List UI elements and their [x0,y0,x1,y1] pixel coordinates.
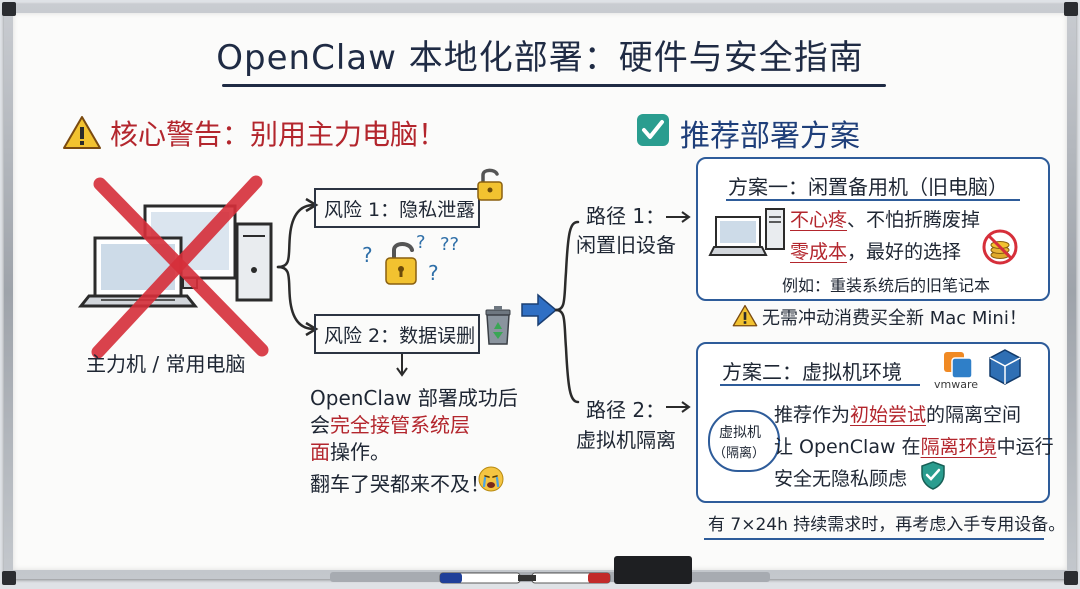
plan1-rest-1: 、不怕折腾废掉 [847,209,981,231]
frame-corner [1064,571,1078,585]
recycle-bin-icon [485,306,511,345]
consequence-line-1: OpenClaw 部署成功后 [310,386,518,410]
consequence-highlight: 完全接管系统层 [330,413,470,437]
vm-bubble: 虚拟机 （隔离） [708,410,780,472]
consequence-suffix: 操作。 [330,440,390,464]
plan2-highlight-1: 初始尝试 [850,404,927,426]
consequence-line-4: 翻车了哭都来不及！ [310,472,490,496]
frame-corner [2,571,16,585]
question-padlock-icon: ? ? ?? ? [362,232,459,285]
plan2-title-underline [720,384,920,386]
blue-marker-icon [439,572,530,584]
vmware-label: vmware [934,378,979,391]
plan1-title: 方案一：闲置备用机（旧电脑） [728,175,1008,199]
risk1-label: 风险 1：隐私泄露 [324,199,476,221]
plan1-title-underline [726,199,1020,201]
plan1-card: 方案一：闲置备用机（旧电脑） 不心疼、不怕折腾废掉 零成本，最好的选择 例如：重… [696,157,1050,301]
consequence-line-3: 面操作。 [310,436,390,465]
virtualbox-cube-icon [989,349,1021,385]
title-underline [222,84,886,87]
plan2-card: 方案二：虚拟机环境 vmware 虚拟机 （隔离） 推荐作为初始尝试的隔离空间 … [696,342,1054,503]
svg-text:?: ? [362,243,373,267]
plan1-line1: 不心疼、不怕折腾废掉 [790,205,980,232]
footer-note: 有 7×24h 持续需求时，再考虑入手专用设备。 [708,515,1066,535]
plan2-suffix-2: 中运行 [996,436,1054,458]
consequence-line-2: 会完全接管系统层 [310,409,470,438]
shield-icon [921,461,945,490]
recommend-heading: 推荐部署方案 [680,119,860,154]
no-new-mac-note: 无需冲动消费买全新 Mac Mini！ [762,308,1027,329]
plan2-highlight-2: 隔离环境 [920,436,997,458]
svg-text:?: ? [428,261,439,285]
risk2-box: 风险 2：数据误删 [314,314,480,354]
red-cross-icon [91,175,269,359]
vmware-logo-icon [944,352,973,379]
red-marker-icon [530,572,611,584]
path-brace [554,220,580,404]
computer-label: 主力机 / 常用电脑 [86,352,246,376]
path2-line1: 路径 2： [586,398,666,422]
plan1-line2: 零成本，最好的选择 [790,237,961,264]
frame-corner [1064,2,1078,16]
plan2-suffix-1: 的隔离空间 [926,404,1022,426]
plan1-example: 例如：重装系统后的旧笔记本 [782,276,991,295]
path1-line1: 路径 1： [586,204,666,228]
path2-line2: 虚拟机隔离 [576,428,676,452]
whiteboard-eraser [614,556,692,584]
plan2-line1: 推荐作为初始尝试的隔离空间 [774,400,1021,427]
frame-corner [2,2,16,16]
check-box-icon [637,114,669,146]
risk1-box: 风险 1：隐私泄露 [314,188,480,228]
consequence-highlight-end: 面 [310,440,330,464]
vm-bubble-line1: 虚拟机 [719,425,761,441]
plan2-line3: 安全无隐私顾虑 [774,468,908,490]
plan2-line2: 让 OpenClaw 在隔离环境中运行 [774,432,1054,459]
risk-brace [276,197,319,337]
arrow-right-icon [666,211,691,223]
plan2-title: 方案二：虚拟机环境 [722,360,902,384]
plan2-prefix-1: 推荐作为 [774,404,851,426]
no-money-icon [982,229,1018,265]
crying-face-icon [478,466,504,492]
down-arrow-icon [396,354,408,377]
footer-underline [704,538,1044,540]
path1-line2: 闲置旧设备 [576,233,676,257]
vm-bubble-line2: （隔离） [713,446,766,461]
warning-icon [63,116,101,149]
plan2-prefix-2: 让 OpenClaw 在 [774,436,921,458]
plan1-rest-2: ，最好的选择 [847,241,962,263]
blue-arrow-icon [521,293,558,327]
arrow-right-icon [666,401,691,413]
plan1-highlight-2: 零成本 [790,241,848,263]
warning-icon [732,304,758,327]
plan1-highlight-1: 不心疼 [790,209,848,231]
page-title: OpenClaw 本地化部署：硬件与安全指南 [216,38,864,78]
svg-text:?: ? [416,232,426,253]
unlocked-padlock-icon [477,168,503,201]
old-computer-icon [708,208,785,256]
consequence-prefix: 会 [310,413,330,437]
risk2-label: 风险 2：数据误删 [324,325,476,347]
svg-text:??: ?? [440,234,459,255]
warning-heading: 核心警告：别用主力电脑！ [110,118,447,151]
